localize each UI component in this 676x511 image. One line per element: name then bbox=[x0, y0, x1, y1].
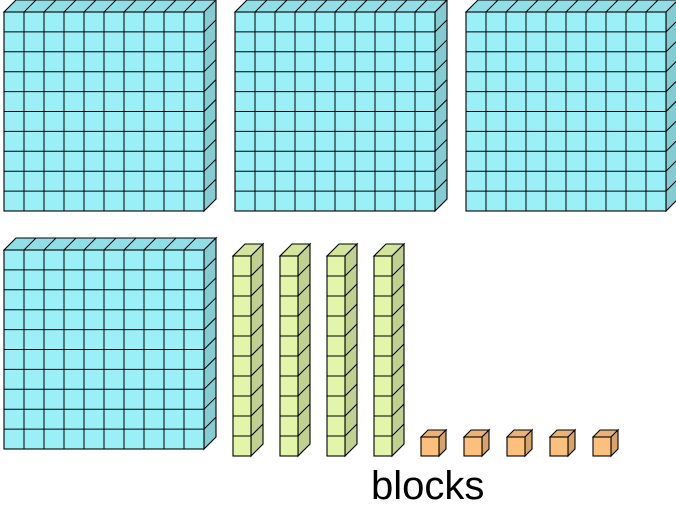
one-cube bbox=[464, 430, 489, 456]
caption-label: blocks bbox=[371, 466, 484, 506]
one-cube bbox=[421, 430, 446, 456]
hundred-flat bbox=[4, 238, 216, 449]
one-cube bbox=[507, 430, 532, 456]
hundred-flat bbox=[4, 0, 216, 211]
hundred-flat bbox=[235, 0, 447, 211]
ten-rod bbox=[374, 244, 404, 456]
hundred-flat bbox=[466, 0, 676, 211]
one-cube bbox=[550, 430, 575, 456]
ten-rod bbox=[233, 244, 263, 456]
ten-rod bbox=[327, 244, 357, 456]
one-cube bbox=[593, 430, 618, 456]
ten-rod bbox=[280, 244, 310, 456]
